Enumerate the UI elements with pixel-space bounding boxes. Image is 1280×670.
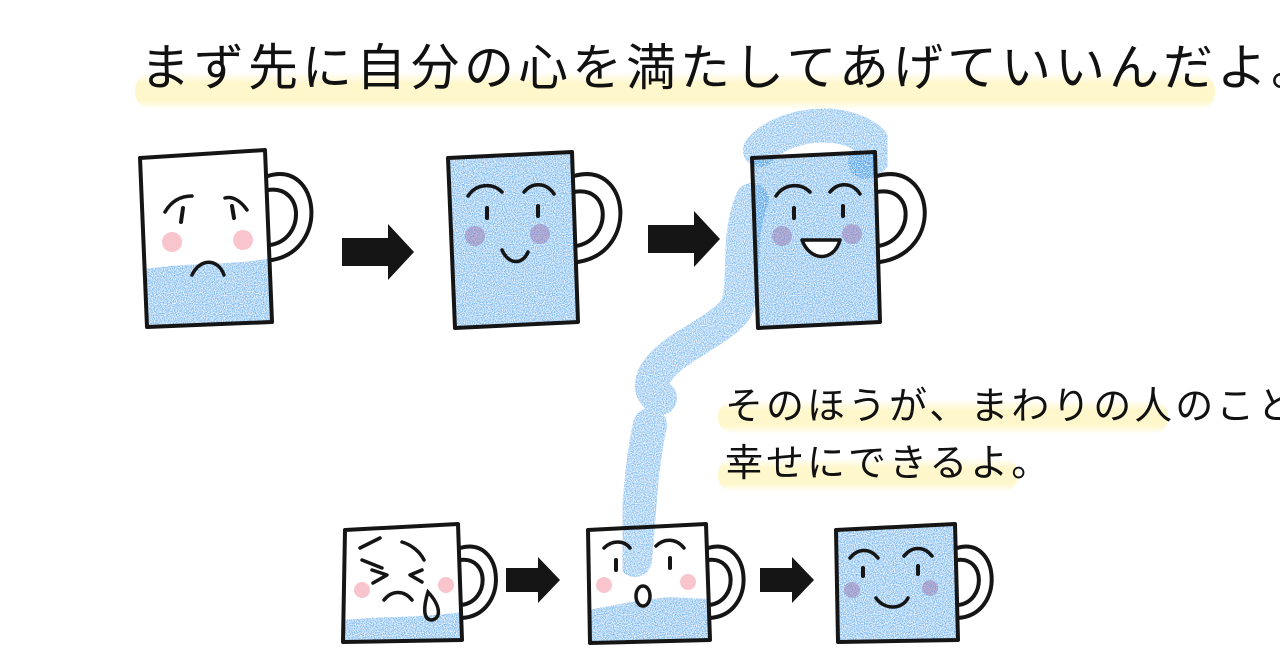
note-highlight-1 [718,400,1168,434]
mug-crying [341,522,498,644]
note-line-1: そのほうが、まわりの人のことも [725,384,1280,428]
arrow-right-icon [342,224,414,280]
note-line-2: 幸せにできるよ。 [725,441,1053,485]
title-highlight [135,72,1215,110]
mug-sad [138,148,314,329]
arrow-right-icon [506,557,560,603]
mug-content [834,522,994,644]
arrow-right-icon [760,557,814,603]
mug-happy [750,150,927,330]
mug-surprised [586,522,746,645]
note-highlight-2 [718,458,1018,492]
arrow-right-icon [648,211,720,267]
mug-smile [446,150,623,330]
page-title: まず先に自分の心を満たしてあげていいんだよ。 [140,39,1280,97]
